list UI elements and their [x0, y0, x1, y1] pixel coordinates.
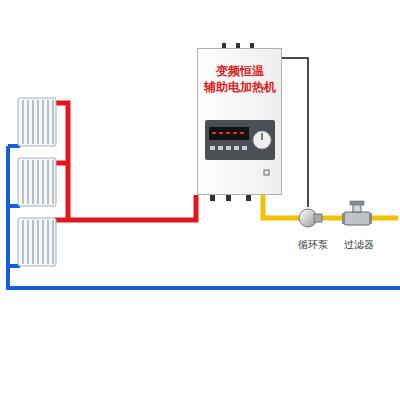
radiators: [18, 98, 56, 266]
control-wire: [282, 58, 308, 207]
supply-pipe: [54, 103, 196, 220]
water-pipe: [333, 216, 340, 221]
heater-unit: 变频恒温 辅助电加热机: [197, 48, 282, 195]
node-label: 变频恒温 辅助电加热机: [202, 63, 277, 95]
filter-symbol: [340, 201, 398, 225]
pump-unit: 循环泵: [293, 207, 333, 252]
node-label: 循环泵: [298, 238, 328, 252]
node-label: 过滤器: [344, 238, 374, 252]
heater-body: [197, 43, 282, 201]
water-pipe: [263, 195, 293, 218]
filter-unit: 过滤器: [340, 207, 378, 252]
pump-symbol: [293, 209, 334, 227]
